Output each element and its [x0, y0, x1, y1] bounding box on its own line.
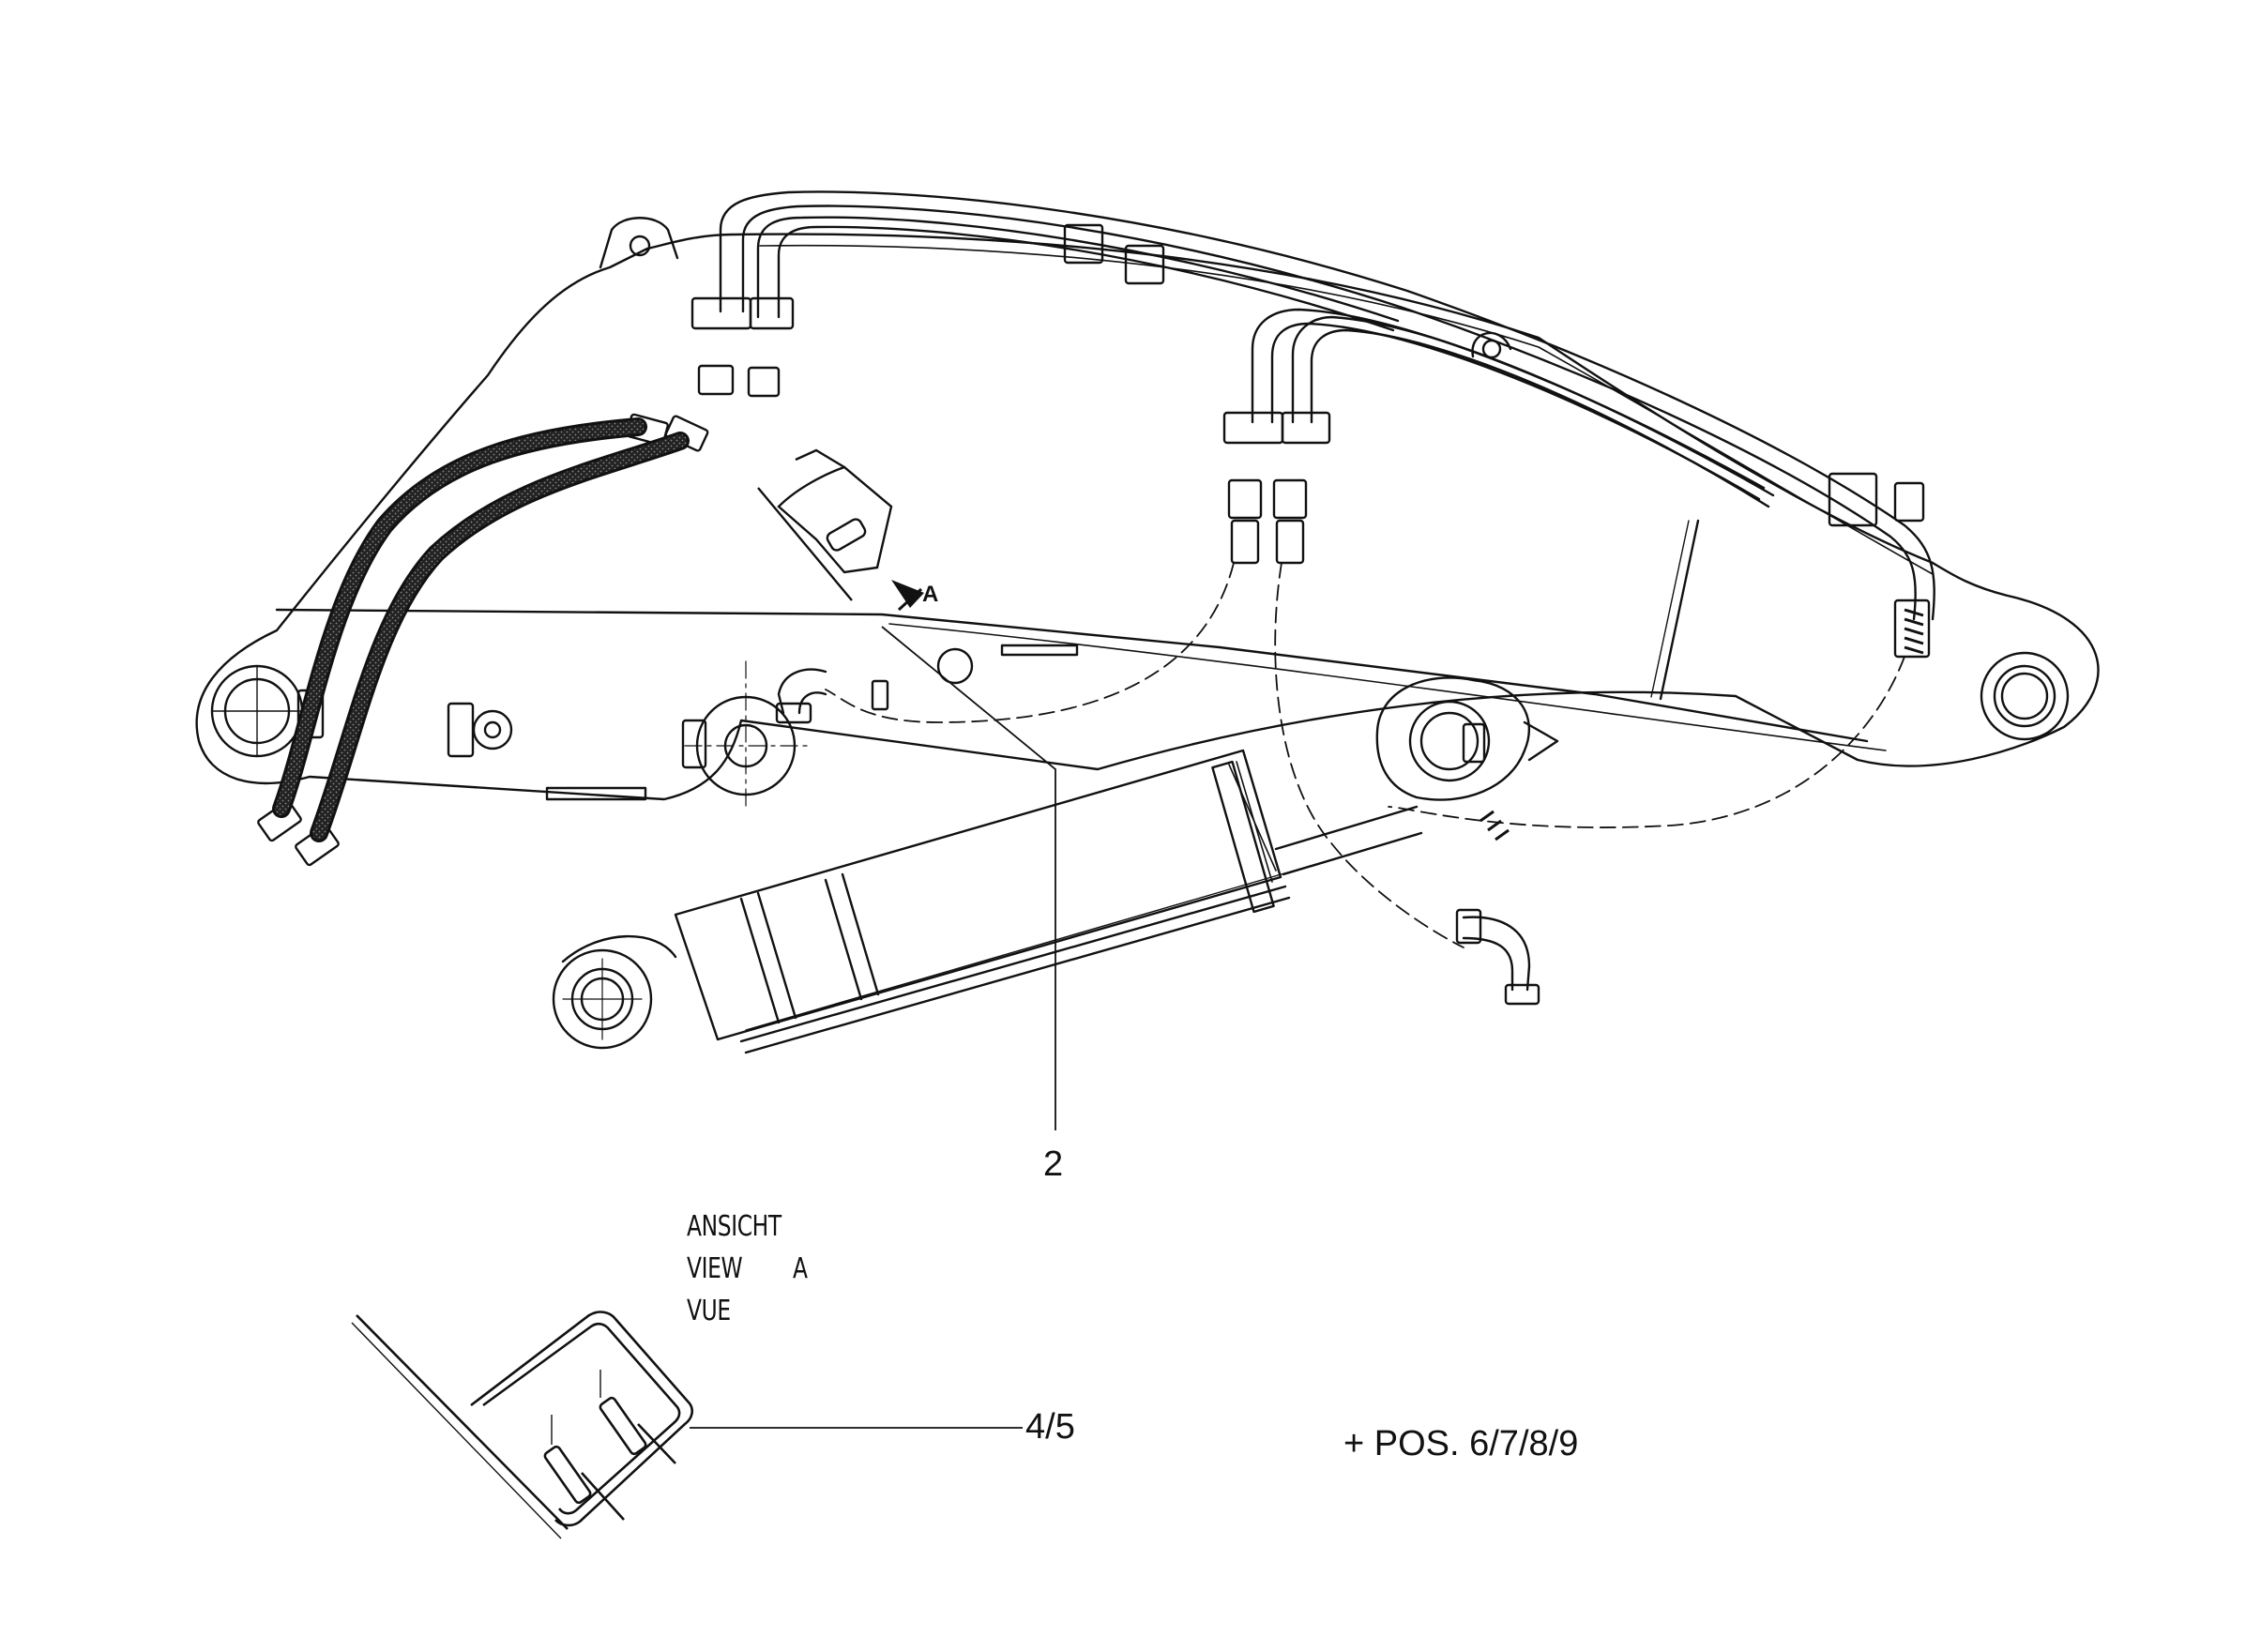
pipe-fittings [690, 223, 1931, 659]
view-arrow-label: A [922, 582, 939, 607]
small-pivot-2 [447, 702, 513, 758]
hydraulic-cylinder [552, 749, 1423, 1054]
view-a-bracket [757, 448, 893, 601]
view-a-detail [351, 1311, 694, 1539]
view-title-view: VIEW [687, 1252, 743, 1285]
bottom-bracket [545, 786, 647, 801]
top-pipes [719, 190, 1935, 621]
lower-hose-elbow [775, 668, 1540, 1006]
spiral-guards [1480, 608, 1924, 841]
view-title-ansicht: ANSICHT [687, 1210, 781, 1243]
flexible-hoses [272, 417, 690, 842]
view-title-letter: A [793, 1252, 808, 1285]
callout-4-5-label: 4/5 [1025, 1407, 1075, 1447]
view-arrow-icon [891, 580, 924, 612]
boom-body [195, 217, 2100, 801]
positions-note: + POS. 6/7/8/9 [1343, 1424, 1579, 1463]
rod-anchor-eye [936, 647, 974, 685]
mid-bracket [1000, 644, 1079, 657]
cylinder-mount-pivot [1375, 676, 1559, 801]
callout-2-label: 2 [1043, 1144, 1064, 1184]
view-title-vue: VUE [687, 1295, 731, 1327]
dashed-hose-routes [825, 562, 1905, 948]
small-pivot [681, 660, 808, 808]
boom-tip-pivot [1980, 651, 2070, 741]
leader-line-2 [881, 626, 1056, 1130]
